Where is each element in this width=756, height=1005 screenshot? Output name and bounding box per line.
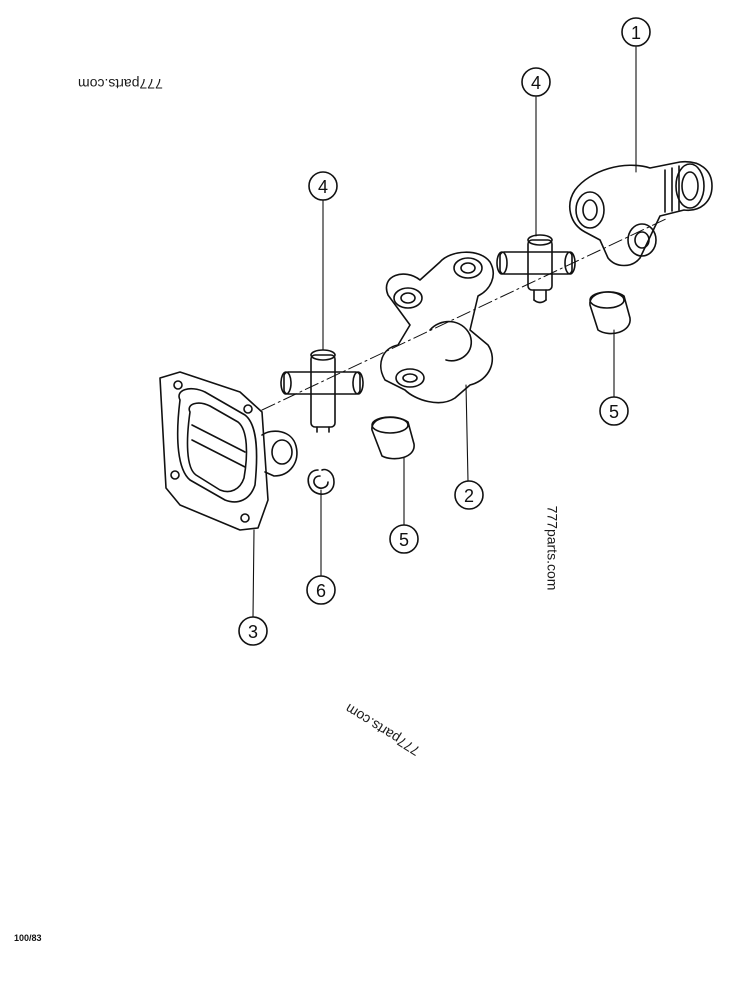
callout-circle-2: [454, 480, 484, 510]
watermark-right: 777parts.com: [544, 505, 561, 591]
callout-circle-4-upper: [521, 67, 551, 97]
flange-housing: [159, 371, 298, 531]
cross-spider-lower: [280, 349, 364, 433]
bearing-cap-lower: [371, 416, 415, 460]
callout-2: 2: [464, 486, 474, 506]
callout-4-upper: 4: [531, 73, 541, 93]
callout-6: 6: [316, 581, 326, 601]
end-yoke-shaft: [569, 161, 713, 267]
callout-5-upper: 5: [609, 402, 619, 422]
callout-circle-1: [621, 17, 651, 47]
leader-2: [465, 384, 469, 482]
callout-circle-5-lower: [389, 524, 419, 554]
leader-3: [252, 529, 255, 618]
center-axis: [261, 217, 669, 411]
cross-spider-upper: [496, 234, 576, 304]
callout-1: 1: [631, 23, 641, 43]
callout-3: 3: [248, 622, 258, 642]
callout-circle-6: [306, 575, 336, 605]
drawing-code: 100/83: [14, 933, 42, 943]
watermark-top-left: 777parts.com: [78, 76, 163, 92]
slip-yoke: [380, 251, 494, 404]
callout-4-lower: 4: [318, 177, 328, 197]
callout-circle-5-upper: [599, 396, 629, 426]
bearing-cap-upper: [589, 291, 631, 335]
callout-circle-3: [238, 616, 268, 646]
snap-ring: [307, 468, 335, 495]
callout-circle-4-lower: [308, 171, 338, 201]
callout-5-lower: 5: [399, 530, 409, 550]
